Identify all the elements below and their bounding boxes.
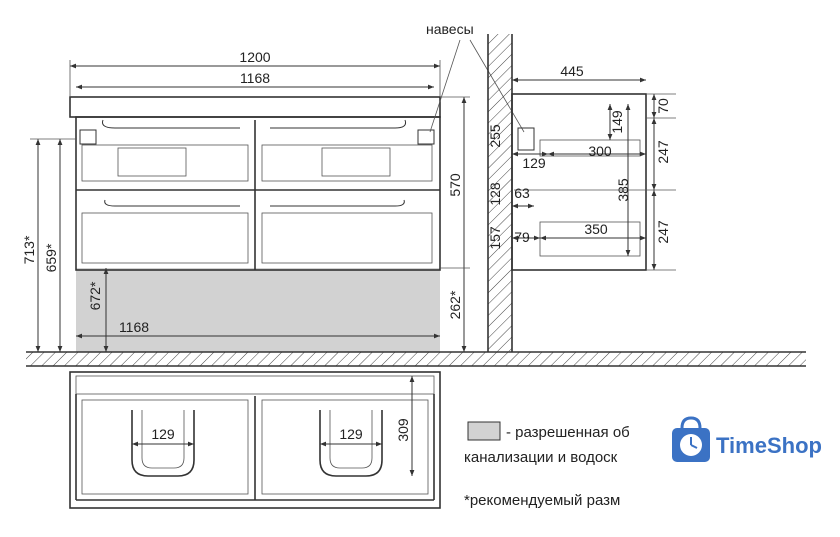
dim-1168-bottom: 1168: [119, 319, 149, 335]
dim-79: 79: [514, 229, 530, 245]
hinge-left: [79, 129, 97, 145]
dim-445: 445: [560, 63, 584, 79]
dim-63: 63: [514, 185, 530, 201]
dim-262: 262*: [447, 290, 463, 319]
brand-logo: TimeShop: [672, 416, 822, 462]
dim-247-top: 247: [655, 140, 671, 164]
dim-149: 149: [609, 110, 625, 134]
dim-1168-top: 1168: [240, 70, 270, 86]
dim-1200: 1200: [239, 49, 270, 65]
legend: - разрешенная об канализации и водоск *р…: [464, 421, 630, 509]
hinge-right: [417, 129, 435, 145]
dim-70: 70: [655, 98, 671, 114]
hinges-label: навесы: [426, 21, 474, 37]
dim-157: 157: [487, 226, 503, 250]
top-view-outline: [69, 371, 441, 509]
legend-swatch: [467, 421, 501, 441]
cabinet-body: [75, 116, 441, 271]
dim-128: 128: [487, 182, 503, 206]
wall-floor: [26, 34, 806, 367]
dim-129-right: 129: [339, 426, 363, 442]
allowed-zone-area: [76, 268, 440, 352]
dim-350: 350: [584, 221, 608, 237]
dim-309: 309: [395, 418, 411, 442]
dim-255: 255: [487, 124, 503, 148]
legend-zone-label: - разрешенная об: [506, 424, 630, 441]
brand-name: TimeShop: [716, 433, 822, 458]
legend-line2: канализации и водоск: [464, 449, 618, 466]
front-view: 1200 1168 навесы 713* 659* 672* 1168 570…: [21, 21, 525, 352]
dim-300: 300: [588, 143, 612, 159]
dim-129-side: 129: [522, 155, 546, 171]
side-view: 445 70 247 247 149 385 255 128 157 129 3…: [487, 63, 676, 271]
clock-bag-icon: [672, 416, 710, 462]
legend-note: *рекомендуемый разм: [464, 492, 620, 509]
top-view: 129 129 309: [69, 371, 441, 509]
worktop: [69, 96, 441, 118]
dim-570: 570: [447, 173, 463, 197]
dim-672: 672*: [87, 281, 103, 310]
dim-129-left: 129: [151, 426, 175, 442]
dim-247-bottom: 247: [655, 220, 671, 244]
side-cabinet: [511, 93, 647, 271]
dim-659: 659*: [43, 243, 59, 272]
dim-385: 385: [615, 178, 631, 202]
dim-713: 713*: [21, 235, 37, 264]
